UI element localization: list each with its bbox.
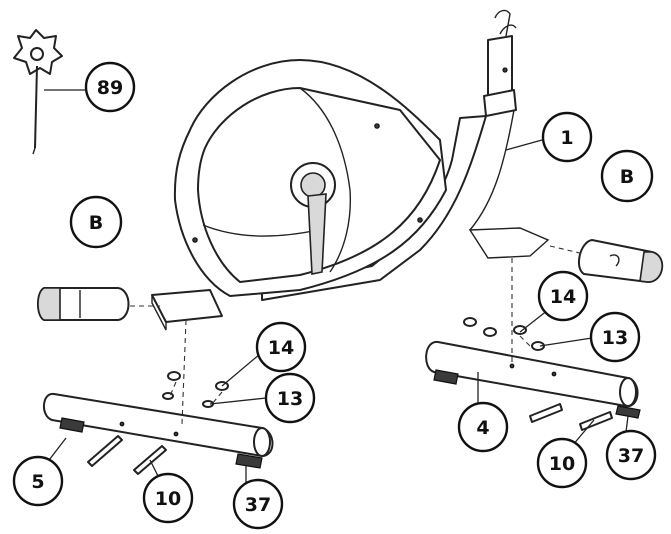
hardware-right (463, 317, 613, 431)
callout-5: 5 (12, 455, 64, 507)
svg-text:13: 13 (277, 388, 303, 410)
svg-text:10: 10 (155, 488, 181, 510)
end-cap-left (37, 287, 130, 321)
callout-89: 89 (84, 61, 136, 113)
callout-14-right: 14 (537, 270, 589, 322)
svg-text:5: 5 (31, 471, 44, 493)
svg-text:14: 14 (268, 337, 294, 359)
assembly-guides (130, 245, 585, 425)
callout-4: 4 (457, 401, 509, 453)
svg-text:1: 1 (560, 127, 573, 149)
callout-10-right: 10 (536, 437, 588, 489)
stabilizer-tube-left (43, 392, 274, 469)
svg-text:10: 10 (549, 453, 575, 475)
callout-10-left: 10 (142, 472, 194, 524)
callout-1: 1 (541, 111, 593, 163)
callout-37-left: 37 (232, 478, 284, 530)
svg-text:89: 89 (97, 77, 123, 99)
svg-text:B: B (620, 166, 634, 188)
main-frame (151, 9, 550, 331)
svg-text:B: B (89, 212, 103, 234)
svg-text:13: 13 (602, 327, 628, 349)
end-cap-right (577, 239, 663, 283)
svg-text:37: 37 (618, 445, 644, 467)
callout-b-left: B (69, 195, 123, 249)
svg-text:4: 4 (476, 417, 489, 439)
callout-14-left: 14 (255, 321, 307, 373)
callout-13-left: 13 (264, 372, 316, 424)
svg-text:37: 37 (245, 494, 271, 516)
allen-wrench-tool (13, 29, 63, 155)
callout-13-right: 13 (589, 311, 641, 363)
svg-text:14: 14 (550, 286, 576, 308)
callout-b-right: B (600, 149, 654, 203)
callout-37-right: 37 (605, 429, 657, 481)
hardware-left (87, 371, 229, 475)
stabilizer-tube-right (425, 341, 641, 419)
